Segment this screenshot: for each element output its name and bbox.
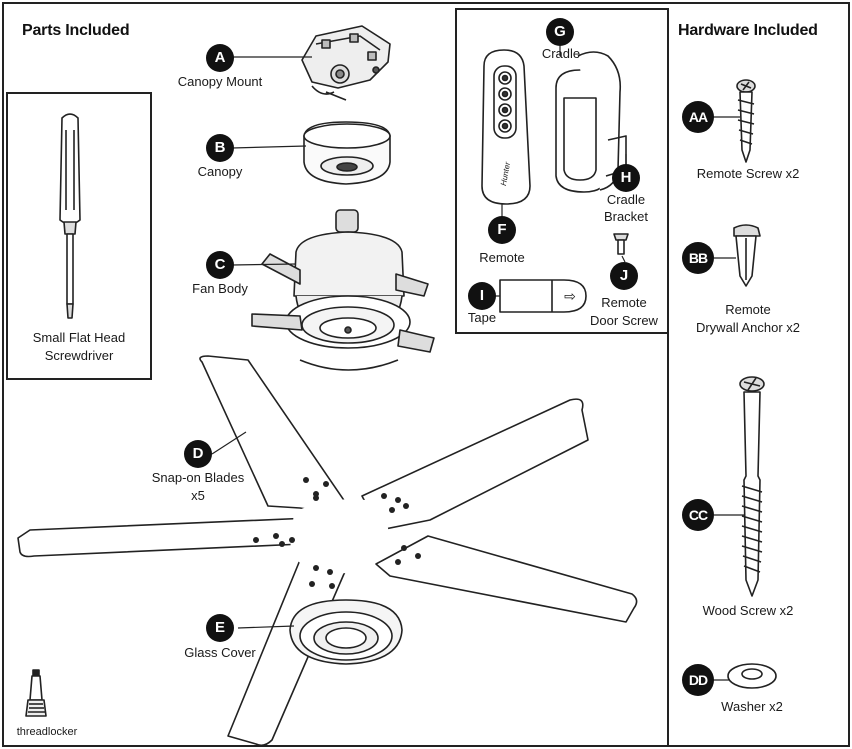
anchor-label-line2: Drywall Anchor x2 <box>695 320 801 335</box>
door-screw-label-line1: Remote <box>601 295 647 310</box>
screwdriver-label-line2: Screwdriver <box>44 348 114 363</box>
door-screw-label-line2: Door Screw <box>590 313 658 328</box>
canopy-label: Canopy <box>197 164 243 179</box>
hardware-aa-badge: AA <box>682 101 714 133</box>
hardware-bb-badge: BB <box>682 242 714 274</box>
blades-label-line2: x5 <box>191 488 205 503</box>
threadlocker-label: threadlocker <box>16 726 78 738</box>
part-g-badge: G <box>546 18 574 46</box>
tape-icon <box>499 279 587 313</box>
cradle-bracket-label-line1: Cradle <box>606 192 646 207</box>
cradle-bracket-label-line2: Bracket <box>603 209 649 224</box>
anchor-label-line1: Remote <box>725 302 771 317</box>
screwdriver-label-line1: Small Flat Head <box>32 330 126 345</box>
hardware-included-title: Hardware Included <box>678 22 818 39</box>
remote-screw-icon <box>736 79 756 163</box>
part-d-badge: D <box>184 440 212 468</box>
wood-screw-label: Wood Screw x2 <box>702 603 794 618</box>
glass-cover-icon <box>289 599 403 665</box>
part-e-badge: E <box>206 614 234 642</box>
remote-screw-label: Remote Screw x2 <box>696 166 800 181</box>
cradle-icon <box>555 51 627 193</box>
tape-label: Tape <box>467 310 497 325</box>
glass-cover-label: Glass Cover <box>184 645 256 660</box>
canopy-mount-icon <box>301 25 391 101</box>
washer-icon <box>727 663 777 689</box>
blades-label-line1: Snap-on Blades <box>151 470 245 485</box>
threadlocker-icon <box>25 669 47 717</box>
remote-label: Remote <box>479 250 525 265</box>
parts-included-title: Parts Included <box>22 22 130 39</box>
remote-door-screw-icon <box>613 233 629 255</box>
canopy-mount-label: Canopy Mount <box>177 74 263 89</box>
fan-body-icon <box>251 209 435 371</box>
remote-icon <box>481 49 531 205</box>
blades-icon <box>17 355 638 747</box>
tape-arrow-icon: ⇨ <box>564 288 576 304</box>
part-c-badge: C <box>206 251 234 279</box>
part-f-badge: F <box>488 216 516 244</box>
fan-body-label: Fan Body <box>192 281 248 296</box>
canopy-icon <box>303 121 391 185</box>
hardware-dd-badge: DD <box>682 664 714 696</box>
washer-label: Washer x2 <box>721 699 783 714</box>
screwdriver-box <box>6 92 152 380</box>
part-i-badge: I <box>468 282 496 310</box>
part-j-badge: J <box>610 262 638 290</box>
screwdriver-icon <box>59 113 81 319</box>
hardware-divider <box>667 8 669 747</box>
part-h-badge: H <box>612 164 640 192</box>
cradle-label: Cradle <box>541 46 581 61</box>
drywall-anchor-icon <box>733 224 761 287</box>
wood-screw-icon <box>739 376 765 597</box>
part-a-badge: A <box>206 44 234 72</box>
part-b-badge: B <box>206 134 234 162</box>
hardware-cc-badge: CC <box>682 499 714 531</box>
